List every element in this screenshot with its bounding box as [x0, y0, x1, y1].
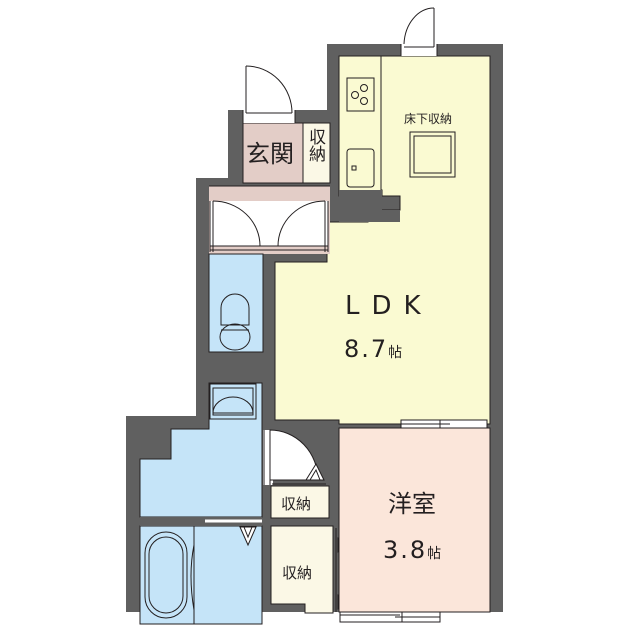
western-room-area-unit: 帖: [427, 546, 442, 562]
toilet-icon: [219, 293, 251, 351]
room-bathroom: [139, 517, 263, 625]
entrance-storage-label: 収納: [305, 128, 325, 162]
western-room-area-value: 3.8: [383, 536, 428, 564]
room-western: [338, 419, 491, 623]
ldk-label: LDK: [345, 291, 433, 321]
western-room-area: 3.8帖: [383, 538, 441, 562]
sink-icon: [346, 148, 375, 188]
washroom-door: [269, 429, 325, 481]
underfloor-storage-label: 床下収納: [404, 112, 453, 126]
storage-lower-label: 収納: [282, 564, 313, 582]
stove-icon: [346, 77, 375, 112]
top-door: [400, 7, 438, 56]
room-storage-upper: [270, 483, 330, 519]
washbasin-icon: [209, 383, 257, 420]
hall-doors: [209, 200, 329, 252]
underfloor-storage-hatch-icon: [409, 131, 456, 178]
bathtub-icon: [144, 531, 195, 619]
room-toilet: [208, 253, 264, 353]
entrance-door: [242, 65, 296, 123]
ldk-area-unit: 帖: [388, 345, 403, 361]
western-room-label: 洋室: [388, 490, 436, 518]
storage-upper-label: 収納: [281, 495, 312, 513]
ldk-area: 8.7帖: [344, 337, 402, 361]
ldk-area-value: 8.7: [344, 335, 389, 363]
entrance-label: 玄関: [246, 140, 294, 168]
